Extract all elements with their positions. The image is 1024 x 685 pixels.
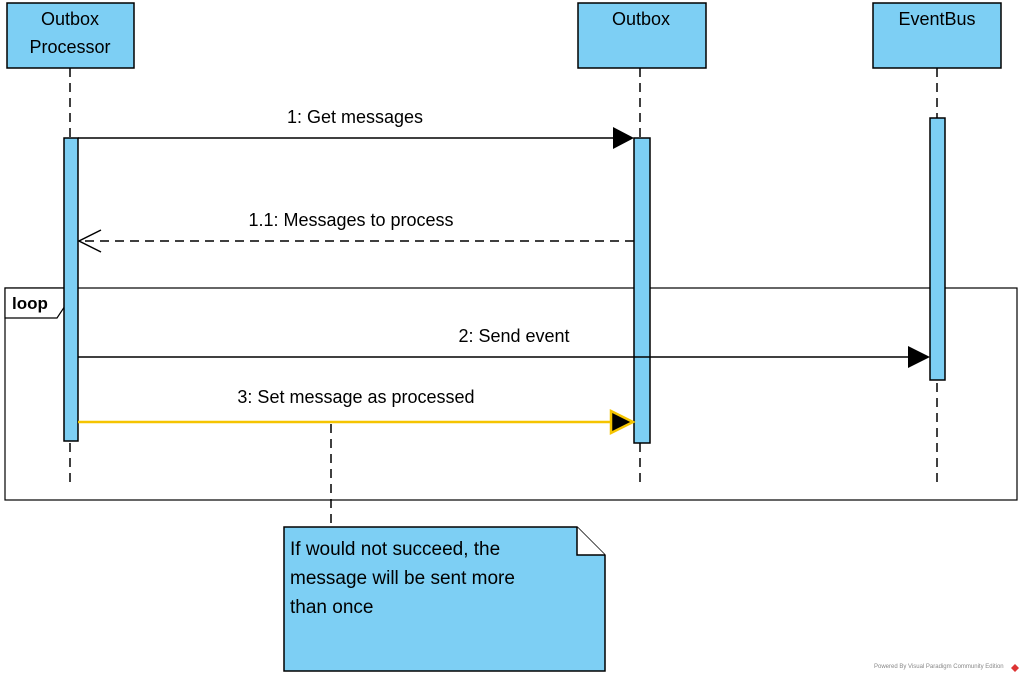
arrowhead-filled-icon: [908, 346, 930, 368]
loop-fragment: [4, 287, 1018, 501]
watermark: Powered By Visual Paradigm Community Edi…: [874, 664, 1004, 670]
note[interactable]: If would not succeed, the message will b…: [283, 526, 606, 672]
message-label: 3: Set message as processed: [237, 387, 474, 407]
message-label: 1.1: Messages to process: [248, 210, 453, 230]
lifeline-head-outbox[interactable]: Outbox: [577, 2, 707, 69]
lifeline-name: Outbox: [41, 9, 99, 29]
loop-label-box: [4, 287, 66, 319]
lifeline-name: EventBus: [898, 9, 975, 29]
activation-outbox-processor: [63, 137, 79, 442]
message-set-processed[interactable]: 3: Set message as processed: [78, 387, 636, 436]
message-messages-to-process[interactable]: 1.1: Messages to process: [77, 210, 634, 253]
message-get-messages[interactable]: 1: Get messages: [78, 107, 634, 149]
message-send-event[interactable]: 2: Send event: [78, 326, 930, 368]
note-text: If would not succeed, the: [290, 539, 500, 560]
arrowhead-open-icon: [77, 229, 102, 253]
arrowhead-filled-icon: [613, 127, 634, 149]
lifeline-head-outbox-processor[interactable]: Outbox Processor: [6, 2, 135, 69]
loop-operator: loop: [12, 294, 48, 313]
note-text: than once: [290, 597, 373, 618]
note-text: message will be sent more: [290, 568, 515, 589]
lifeline-name: Outbox: [612, 9, 670, 29]
message-label: 2: Send event: [458, 326, 569, 346]
arrowhead-filled-icon: [609, 408, 636, 436]
lifeline-head-eventbus[interactable]: EventBus: [872, 2, 1002, 69]
lifeline-name: Processor: [29, 37, 110, 57]
visual-paradigm-logo-icon: [1011, 664, 1019, 672]
activation-outbox: [633, 137, 651, 444]
activation-eventbus: [929, 117, 946, 381]
message-label: 1: Get messages: [287, 107, 423, 127]
